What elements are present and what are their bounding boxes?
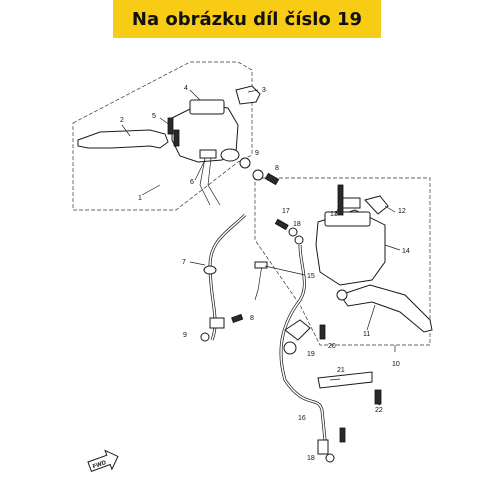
union-bolt-8a xyxy=(264,172,280,186)
callout-17: 17 xyxy=(282,208,290,215)
title-text: Na obrázku díl číslo 19 xyxy=(131,8,363,30)
brake-lever-left xyxy=(77,129,169,149)
washer-18b xyxy=(325,453,335,463)
callout-12: 12 xyxy=(398,208,406,215)
callout-18-top: 18 xyxy=(293,221,301,228)
bolt-right xyxy=(337,184,344,216)
callout-9-top: 9 xyxy=(255,150,259,157)
reservoir-cap-right xyxy=(324,211,371,227)
fwd-label: FWD xyxy=(92,460,108,471)
brake-lever-right xyxy=(339,284,433,333)
callout-8-top: 8 xyxy=(275,165,279,172)
callout-15: 15 xyxy=(307,273,315,280)
callout-5: 5 xyxy=(152,113,156,120)
bolt-left-a xyxy=(167,117,174,135)
washer-9d xyxy=(288,227,298,237)
callout-3: 3 xyxy=(262,87,266,94)
switch-wire-15 xyxy=(254,264,263,301)
hose-fitting-16 xyxy=(317,439,329,455)
hose-joint xyxy=(283,341,297,355)
union-bolt-8b xyxy=(231,313,244,324)
bolt-left-b xyxy=(173,129,180,147)
callout-22: 22 xyxy=(375,407,383,414)
callout-13: 13 xyxy=(330,211,338,218)
hose-fitting-lower xyxy=(209,317,225,329)
hose-guide-19 xyxy=(284,319,311,341)
callout-1: 1 xyxy=(138,195,142,202)
assembly-outline-right xyxy=(254,177,431,346)
callout-10: 10 xyxy=(392,361,400,368)
bracket-21 xyxy=(317,371,373,389)
bolt-20 xyxy=(319,324,326,340)
bolt-lower-17 xyxy=(339,427,346,443)
bolt-22 xyxy=(374,389,382,405)
brake-switch-left xyxy=(199,149,217,159)
callout-11: 11 xyxy=(363,331,370,338)
washer-9a xyxy=(239,157,251,169)
clamp-left xyxy=(235,85,261,105)
callout-4: 4 xyxy=(184,85,188,92)
callout-19: 19 xyxy=(307,351,315,358)
callout-9-bottom: 9 xyxy=(183,332,187,339)
callout-8-bottom: 8 xyxy=(250,315,254,322)
callout-2: 2 xyxy=(120,117,124,124)
assembly-outline-left xyxy=(72,61,253,211)
union-bolt-17 xyxy=(274,218,289,231)
washer-9b xyxy=(252,169,264,181)
reservoir-cap-left xyxy=(189,99,225,115)
washer-9c xyxy=(200,332,210,342)
lever-pivot-right xyxy=(336,289,348,301)
switch-15 xyxy=(254,261,268,269)
callout-16: 16 xyxy=(298,415,306,422)
hose-grommet xyxy=(203,265,217,275)
callout-7: 7 xyxy=(182,259,186,266)
washer-18a xyxy=(294,235,304,245)
callout-14: 14 xyxy=(402,248,410,255)
banjo-fitting-left xyxy=(220,148,240,162)
callout-18-bottom: 18 xyxy=(307,455,315,462)
switch-wires-left xyxy=(199,157,221,206)
diaphragm-13 xyxy=(341,197,361,209)
title-banner: Na obrázku díl číslo 19 xyxy=(113,0,381,38)
callout-21: 21 xyxy=(337,367,345,374)
clamp-right-12 xyxy=(364,195,389,215)
callout-20: 20 xyxy=(328,343,336,350)
fwd-arrow-icon: FWD xyxy=(87,449,119,473)
callout-6: 6 xyxy=(190,179,194,186)
